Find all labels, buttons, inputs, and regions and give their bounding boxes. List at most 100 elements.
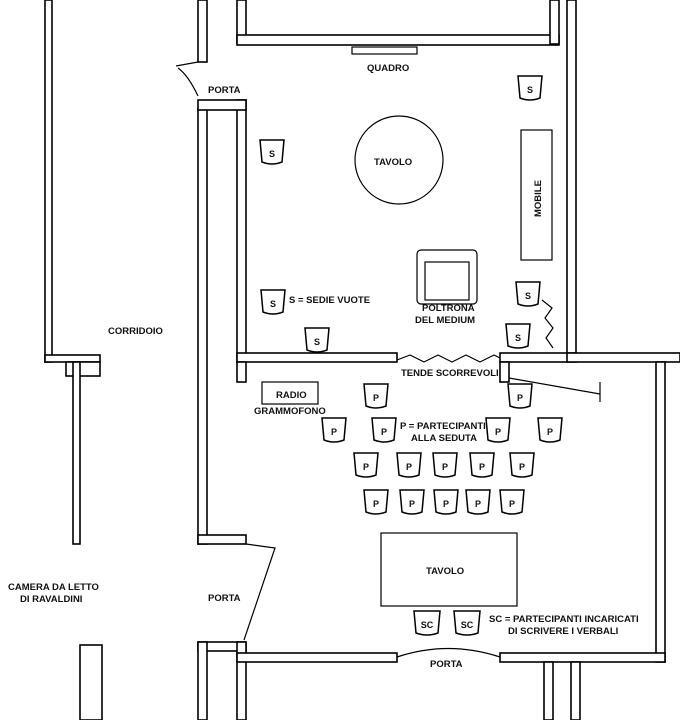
curtain-sliding xyxy=(396,354,501,363)
mid-wall-stub-right xyxy=(499,361,510,383)
corridor-left-step xyxy=(65,361,101,377)
label-grammofono: GRAMMOFONO xyxy=(254,406,326,417)
svg-text:P: P xyxy=(517,393,523,403)
corridor-left-ledge xyxy=(44,354,101,363)
svg-text:P: P xyxy=(381,427,387,437)
label-sedie-legend: S = SEDIE VUOTE xyxy=(289,295,370,306)
quadro-frame xyxy=(351,46,418,55)
chair-p: P xyxy=(537,417,563,443)
chair-p: P xyxy=(485,417,511,443)
svg-text:P: P xyxy=(519,462,525,472)
doors xyxy=(175,61,601,658)
door-left-leaf xyxy=(243,543,276,641)
svg-text:S: S xyxy=(527,85,533,95)
mid-wall-right xyxy=(499,352,577,363)
chair-p: P xyxy=(499,489,525,515)
label-quadro: QUADRO xyxy=(367,63,409,74)
chair-s: S xyxy=(515,281,541,307)
labels: PORTA QUADRO TAVOLO MOBILE S = SEDIE VUO… xyxy=(8,63,639,670)
bottom-wall-left xyxy=(236,652,398,663)
svg-text:S: S xyxy=(270,299,276,309)
svg-text:P: P xyxy=(475,499,481,509)
svg-text:S: S xyxy=(269,149,275,159)
chair-p: P xyxy=(399,489,425,515)
right-wall-upper xyxy=(566,0,577,357)
chair-p: P xyxy=(509,452,535,478)
top-wall xyxy=(236,34,560,46)
chair-p: P xyxy=(507,383,533,409)
svg-text:P: P xyxy=(495,427,501,437)
chair-p: P xyxy=(353,452,379,478)
svg-text:P: P xyxy=(442,462,448,472)
bottom-left-wall xyxy=(236,641,247,720)
furniture xyxy=(261,46,553,607)
label-partecipanti-2: ALLA SEDUTA xyxy=(411,433,477,444)
chair-p: P xyxy=(433,489,459,515)
svg-text:S: S xyxy=(515,333,521,343)
upper-room-left-wall xyxy=(236,99,247,363)
radio-box xyxy=(261,381,319,405)
chair-s: S xyxy=(260,289,286,315)
svg-text:P: P xyxy=(409,499,415,509)
door-bottom-arc xyxy=(396,647,501,658)
svg-text:SC: SC xyxy=(421,620,434,630)
lower-door-top xyxy=(197,534,247,545)
top-left-wall xyxy=(197,0,208,63)
door-top-leaf xyxy=(175,61,199,67)
svg-text:P: P xyxy=(406,462,412,472)
mobile xyxy=(520,129,553,261)
poltrona-armchair xyxy=(416,249,478,305)
svg-text:SC: SC xyxy=(461,620,474,630)
door-top-arc xyxy=(177,67,199,97)
chair-p: P xyxy=(432,452,458,478)
label-mobile: MOBILE xyxy=(533,180,544,217)
label-sc-1: SC = PARTECIPANTI INCARICATI xyxy=(489,614,639,625)
label-porta-bottom: PORTA xyxy=(430,659,463,670)
label-radio: RADIO xyxy=(276,390,307,401)
svg-text:P: P xyxy=(331,427,337,437)
corridor-left-wall xyxy=(44,0,53,363)
bottom-right-stub xyxy=(543,661,554,720)
chair-p: P xyxy=(469,452,495,478)
chair-s: S xyxy=(517,75,543,101)
svg-text:P: P xyxy=(509,499,515,509)
curtain-right xyxy=(541,299,554,349)
round-table xyxy=(354,115,444,205)
hall-left-wall xyxy=(197,107,208,545)
corridor-bottom-stub xyxy=(79,644,103,720)
bottom-left-outer xyxy=(197,641,208,720)
mid-wall-left xyxy=(236,352,398,363)
porta-lintel xyxy=(197,99,247,111)
door-right-leaf xyxy=(508,377,601,395)
chair-p: P xyxy=(363,383,389,409)
chair-s: S xyxy=(505,323,531,349)
svg-text:P: P xyxy=(373,393,379,403)
chair-p: P xyxy=(321,417,347,443)
chair-p: P xyxy=(396,452,422,478)
label-tende: TENDE SCORREVOLI xyxy=(401,368,499,379)
chair-p: P xyxy=(371,417,397,443)
chair-sc: SC xyxy=(413,610,441,636)
label-porta-left: PORTA xyxy=(208,593,241,604)
lower-right-wall xyxy=(655,361,666,663)
label-poltrona-1: POLTRONA xyxy=(422,303,475,314)
corridor-left-lower-wall xyxy=(72,361,81,545)
bottom-right-outer xyxy=(570,661,581,720)
svg-text:P: P xyxy=(443,499,449,509)
label-tavolo-rect: TAVOLO xyxy=(426,566,464,577)
label-tavolo-round: TAVOLO xyxy=(374,157,412,168)
walls xyxy=(44,0,680,720)
right-upper-beam xyxy=(566,352,680,363)
chair-s: S xyxy=(259,139,285,165)
label-corridoio: CORRIDOIO xyxy=(108,326,163,337)
svg-text:S: S xyxy=(314,337,320,347)
chairs: S S S S S S P P P P P P P P P P P P P P … xyxy=(259,75,563,636)
svg-text:S: S xyxy=(525,291,531,301)
svg-text:P: P xyxy=(547,427,553,437)
chair-p: P xyxy=(465,489,491,515)
svg-text:P: P xyxy=(373,499,379,509)
chair-sc: SC xyxy=(453,610,481,636)
label-porta-top: PORTA xyxy=(208,85,241,96)
svg-text:P: P xyxy=(363,462,369,472)
